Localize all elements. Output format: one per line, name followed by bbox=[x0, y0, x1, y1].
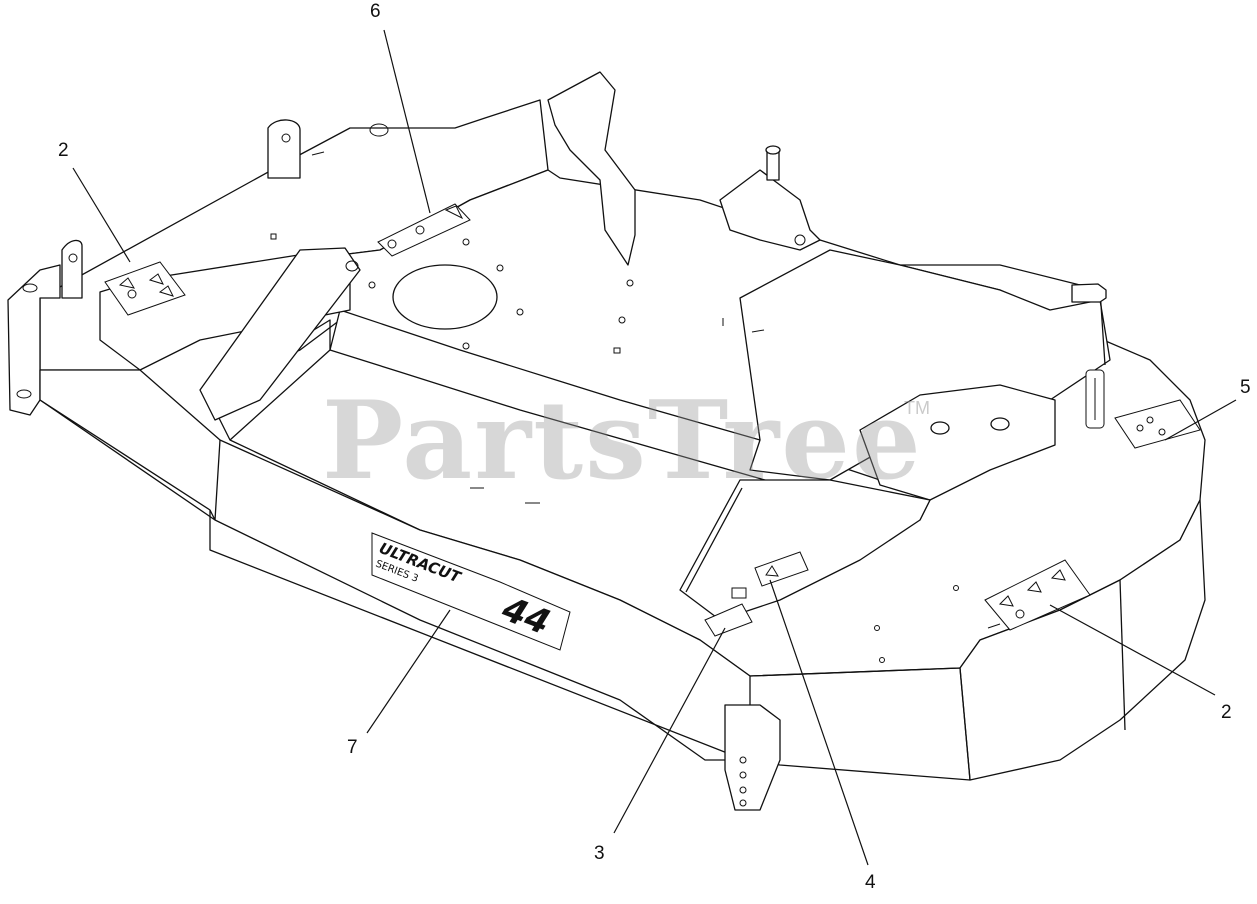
decal-3 bbox=[704, 587, 753, 637]
callout-4: 4 bbox=[865, 872, 876, 893]
leader-lines bbox=[72, 29, 1237, 866]
callout-6: 6 bbox=[370, 1, 381, 22]
callout-7: 7 bbox=[347, 737, 358, 758]
callout-3: 3 bbox=[594, 843, 605, 864]
rear-bracket-left bbox=[61, 239, 83, 299]
safety-decal-right bbox=[984, 559, 1091, 631]
belt-cover-plate bbox=[859, 384, 1056, 501]
ultracut-decal: ULTRACUT SERIES 3 44 bbox=[371, 532, 571, 651]
front-bracket bbox=[724, 704, 781, 811]
decal-6 bbox=[377, 203, 471, 257]
slots bbox=[270, 123, 1001, 629]
left-end-plate bbox=[7, 264, 61, 416]
partstree-watermark: PartsTree bbox=[322, 378, 923, 504]
pulley-bracket bbox=[547, 71, 636, 266]
callout-2-left: 2 bbox=[58, 140, 69, 161]
callout-5: 5 bbox=[1240, 377, 1251, 398]
front-right-skirt bbox=[959, 499, 1206, 781]
decal-4 bbox=[754, 551, 809, 587]
rear-bracket-right bbox=[267, 119, 301, 179]
safety-decal-left bbox=[104, 261, 186, 316]
watermark-trademark: TM bbox=[904, 398, 930, 418]
hitch-arm bbox=[199, 247, 361, 421]
callout-2-right: 2 bbox=[1221, 702, 1232, 723]
spindle-hole-left bbox=[392, 264, 498, 330]
decal-5 bbox=[1114, 399, 1201, 449]
